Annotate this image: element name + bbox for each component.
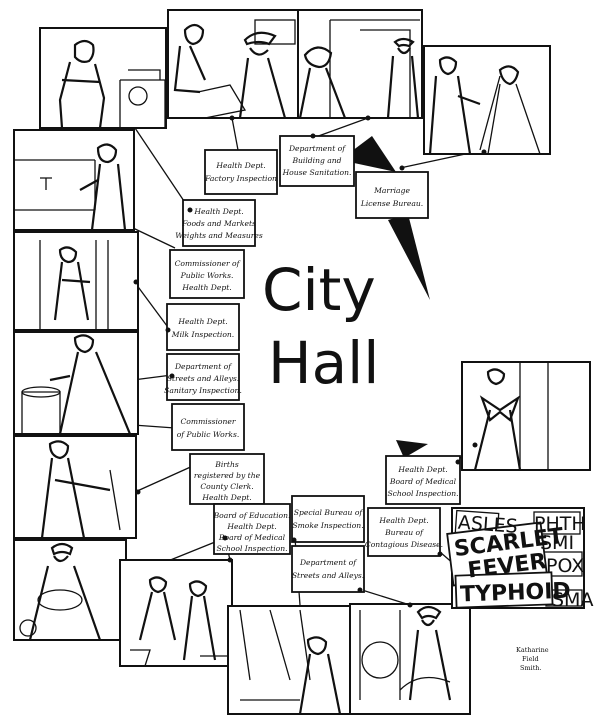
smoke-line-2: Smoke Inspection. xyxy=(292,521,363,530)
panel-medical xyxy=(462,362,590,470)
panel-wedding xyxy=(424,46,550,154)
streets-sanitary-line-3: Sanitary Inspection. xyxy=(164,386,242,395)
building-line-2: Building and xyxy=(291,156,341,165)
signature-line-3: Smith. xyxy=(520,664,542,672)
streets-sanitary-line-1: Department of xyxy=(174,362,232,371)
public-works-line-2: of Public Works. xyxy=(177,430,240,439)
marriage-line-1: Marriage xyxy=(373,186,410,195)
panel-milk xyxy=(14,332,138,434)
panel-factory xyxy=(168,10,298,118)
signature-line-2: Field xyxy=(522,655,539,663)
school-medical-line-2: Board of Medical xyxy=(389,477,457,486)
artist-signature: Katharine Field Smith. xyxy=(516,646,549,672)
marriage-line-2: License Bureau. xyxy=(360,199,423,208)
label-smoke-box xyxy=(292,496,364,542)
school-medical-line-3: School Inspection. xyxy=(387,489,458,498)
contagious-line-2: Bureau of xyxy=(384,528,424,537)
panel-door xyxy=(14,232,138,330)
foods-line-1: Health Dept. xyxy=(193,207,243,216)
building-line-1: Department of xyxy=(288,144,346,153)
education-line-4: School Inspection. xyxy=(216,544,287,553)
label-streets-box xyxy=(292,546,364,592)
public-works-line-1: Commissioner xyxy=(180,417,235,426)
streets-line-1: Department of xyxy=(299,558,357,567)
signature-line-1: Katharine xyxy=(516,646,549,654)
panel-kitchen xyxy=(40,28,166,128)
label-milk-box xyxy=(167,304,239,350)
panel-school xyxy=(120,560,232,666)
title: City Hall xyxy=(262,256,379,397)
contagious-line-3: Contagious Disease. xyxy=(365,540,443,549)
title-hall: Hall xyxy=(268,329,379,397)
factory-line-1: Health Dept. xyxy=(215,161,265,170)
foods-line-2: Foods and Markets xyxy=(181,219,256,228)
building-line-3: House Sanitation. xyxy=(282,168,352,177)
contagious-line-1: Health Dept. xyxy=(378,516,428,525)
births-line-4: Health Dept. xyxy=(201,493,251,502)
streets-sanitary-line-2: Streets and Alleys. xyxy=(167,374,239,383)
education-line-1: Board of Education. xyxy=(213,511,291,520)
title-city: City xyxy=(262,256,376,324)
pwh-line-2: Public Works. xyxy=(180,271,234,280)
panel-streets xyxy=(14,436,136,538)
births-line-2: registered by the xyxy=(194,471,261,480)
pwh-line-1: Commissioner of xyxy=(175,259,241,268)
label-public-works-box xyxy=(172,404,244,450)
sign-typhoid: TYPHOID xyxy=(460,579,571,608)
pwh-line-3: Health Dept. xyxy=(181,283,231,292)
panel-smoke xyxy=(228,606,350,714)
milk-line-1: Health Dept. xyxy=(177,317,227,326)
panel-market xyxy=(14,130,134,230)
factory-line-2: Factory Inspection xyxy=(204,174,277,183)
school-medical-line-1: Health Dept. xyxy=(397,465,447,474)
births-line-1: Births xyxy=(214,460,239,469)
label-marriage-box xyxy=(356,172,428,218)
births-line-3: County Clerk. xyxy=(200,482,253,491)
label-factory-box xyxy=(205,150,277,194)
milk-line-2: Milk Inspection. xyxy=(171,330,234,339)
education-line-2: Health Dept. xyxy=(226,522,276,531)
education-line-3: Board of Medical xyxy=(218,533,286,542)
sign-smallpox: POX xyxy=(546,555,584,577)
panel-building xyxy=(298,10,422,118)
streets-line-2: Streets and Alleys. xyxy=(292,571,364,580)
panel-births xyxy=(14,540,126,640)
foods-line-3: Weights and Measures xyxy=(175,231,263,240)
panel-alleys xyxy=(350,604,470,714)
smoke-line-1: Special Bureau of xyxy=(294,508,364,517)
